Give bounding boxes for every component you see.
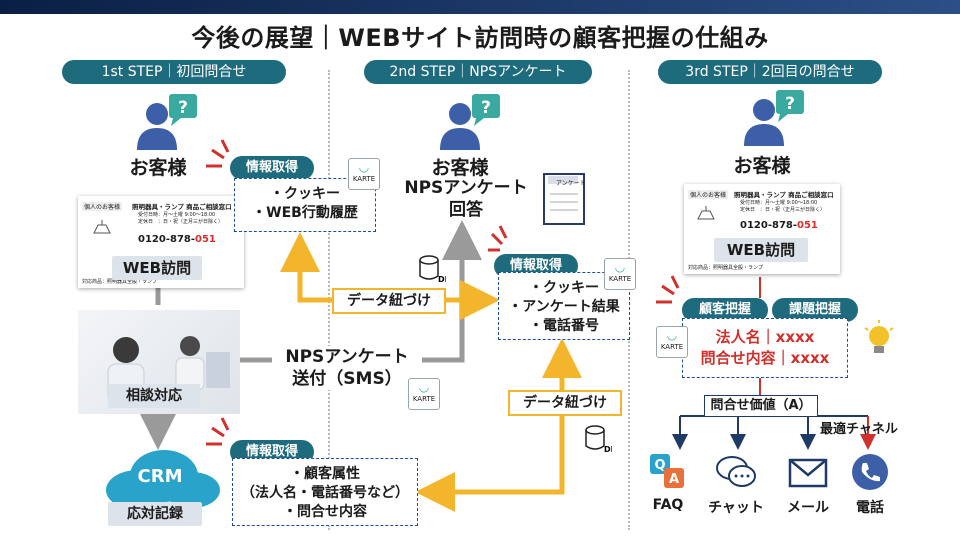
channel-label-faq: FAQ [652,497,684,513]
karte-logo: ◡KARTE [348,158,380,190]
web-visit-label: WEB訪問 [112,256,202,280]
svg-text:?: ? [785,94,795,114]
channel-label-mail: メール [787,500,829,516]
karte-logo: ◡KARTE [408,378,440,410]
svg-text:?: ? [481,98,491,118]
card-heading: 照明器具・ランプ 商品ご相談窓口 [734,191,834,199]
info-tag: 情報取得 [230,156,314,180]
phone-icon [850,452,890,492]
inquiry-line: 問合せ内容｜xxxx [700,349,830,367]
card-badge: 個人のお客様 [688,190,729,199]
lamp-icon [694,206,718,222]
info-item: （法人名・電話番号など） [241,485,409,501]
data-link-arrow-2 [415,345,565,512]
consult-label: 相談対応 [108,384,200,408]
svg-text:DB: DB [604,445,612,454]
info-item: ・WEB行動履歴 [252,205,358,221]
web-visit-label: WEB訪問 [714,238,808,262]
chat-icon [714,452,758,492]
svg-text:?: ? [178,98,188,118]
alert-spark-icon [206,139,680,446]
crm-label: CRM [137,466,183,487]
survey-doc-label: アンケート [556,180,586,187]
nps-answer-label: NPSアンケート回答 [404,178,528,220]
card-badge: 個人のお客様 [82,202,123,211]
info-item: ・クッキー [270,186,340,202]
info-item: ・クッキー [529,280,599,296]
corp-line: 法人名｜xxxx [715,328,815,346]
channel-label-phone: 電話 [856,500,884,516]
info-item: ・アンケート結果 [508,299,620,315]
nps-send-label: NPSアンケート送付（SMS） [272,346,422,390]
karte-logo: ◡KARTE [656,326,688,358]
step-2-header: 2nd STEP｜NPSアンケート [364,60,592,84]
svg-text:A: A [669,472,679,487]
info-item: ・問合せ内容 [283,504,367,520]
card-phone: 0120-878-051 [138,234,216,245]
crm-record-label: 応対記録 [108,502,202,526]
svg-text:Q: Q [654,458,665,473]
svg-text:DB: DB [438,275,446,284]
clipboard-icon [538,170,588,226]
step-1-header: 1st STEP｜初回問合せ [62,60,286,84]
top-banner [0,0,960,14]
customer-icon: ? [742,90,812,148]
info-item: ・顧客属性 [290,466,360,482]
card-heading: 照明器具・ランプ 商品ご相談窓口 [132,203,232,211]
grasp-box: 法人名｜xxxx 問合せ内容｜xxxx [682,318,848,378]
inquiry-value-label: 問合せ価値（A） [704,395,818,417]
channel-label-chat: チャット [708,500,764,516]
optimal-channel-label: 最適チャネル [820,422,898,437]
card-footer: 対応商品：照明器具全般・ランプ [82,279,157,285]
crm-cloud-icon [98,446,224,512]
info-box-3: ・顧客属性 （法人名・電話番号など） ・問合せ内容 [232,458,418,526]
customer-label: お客様 [431,157,489,179]
contact-card: 個人のお客様 照明器具・ランプ 商品ご相談窓口 受付日時：月～土曜 9:00～1… [78,196,244,288]
step-3-header: 3rd STEP｜2回目の問合せ [658,60,882,84]
customer-icon: ? [135,94,205,152]
card-closed: 定休日 ：日・祝（正月三が日除く） [138,219,224,225]
card-hours: 受付日時：月～土曜 9:00～18:00 [740,200,818,206]
info-item: ・電話番号 [529,318,599,334]
data-link-label-1: データ紐づけ [332,288,446,314]
card-footer: 対応商品：照明器具全般・ランプ [688,265,763,271]
card-hours: 受付日時：月～土曜 9:00～18:00 [138,212,216,218]
lamp-icon [90,220,114,236]
info-box-1: ・クッキー ・WEB行動履歴 [234,178,376,232]
customer-icon: ? [438,94,508,152]
mail-icon [788,458,828,488]
karte-logo: ◡KARTE [604,258,636,290]
page-title: 今後の展望｜WEBサイト訪問時の顧客把握の仕組み [191,24,769,52]
customer-label: お客様 [733,155,791,177]
card-phone: 0120-878-051 [740,220,818,231]
lightbulb-icon [862,320,896,360]
card-closed: 定休日 ：日・祝（正月三が日除く） [740,207,826,213]
database-icon: DB [584,424,617,454]
data-link-label-2: データ紐づけ [508,390,622,416]
database-icon: DB [418,254,451,284]
customer-label: お客様 [129,157,187,179]
